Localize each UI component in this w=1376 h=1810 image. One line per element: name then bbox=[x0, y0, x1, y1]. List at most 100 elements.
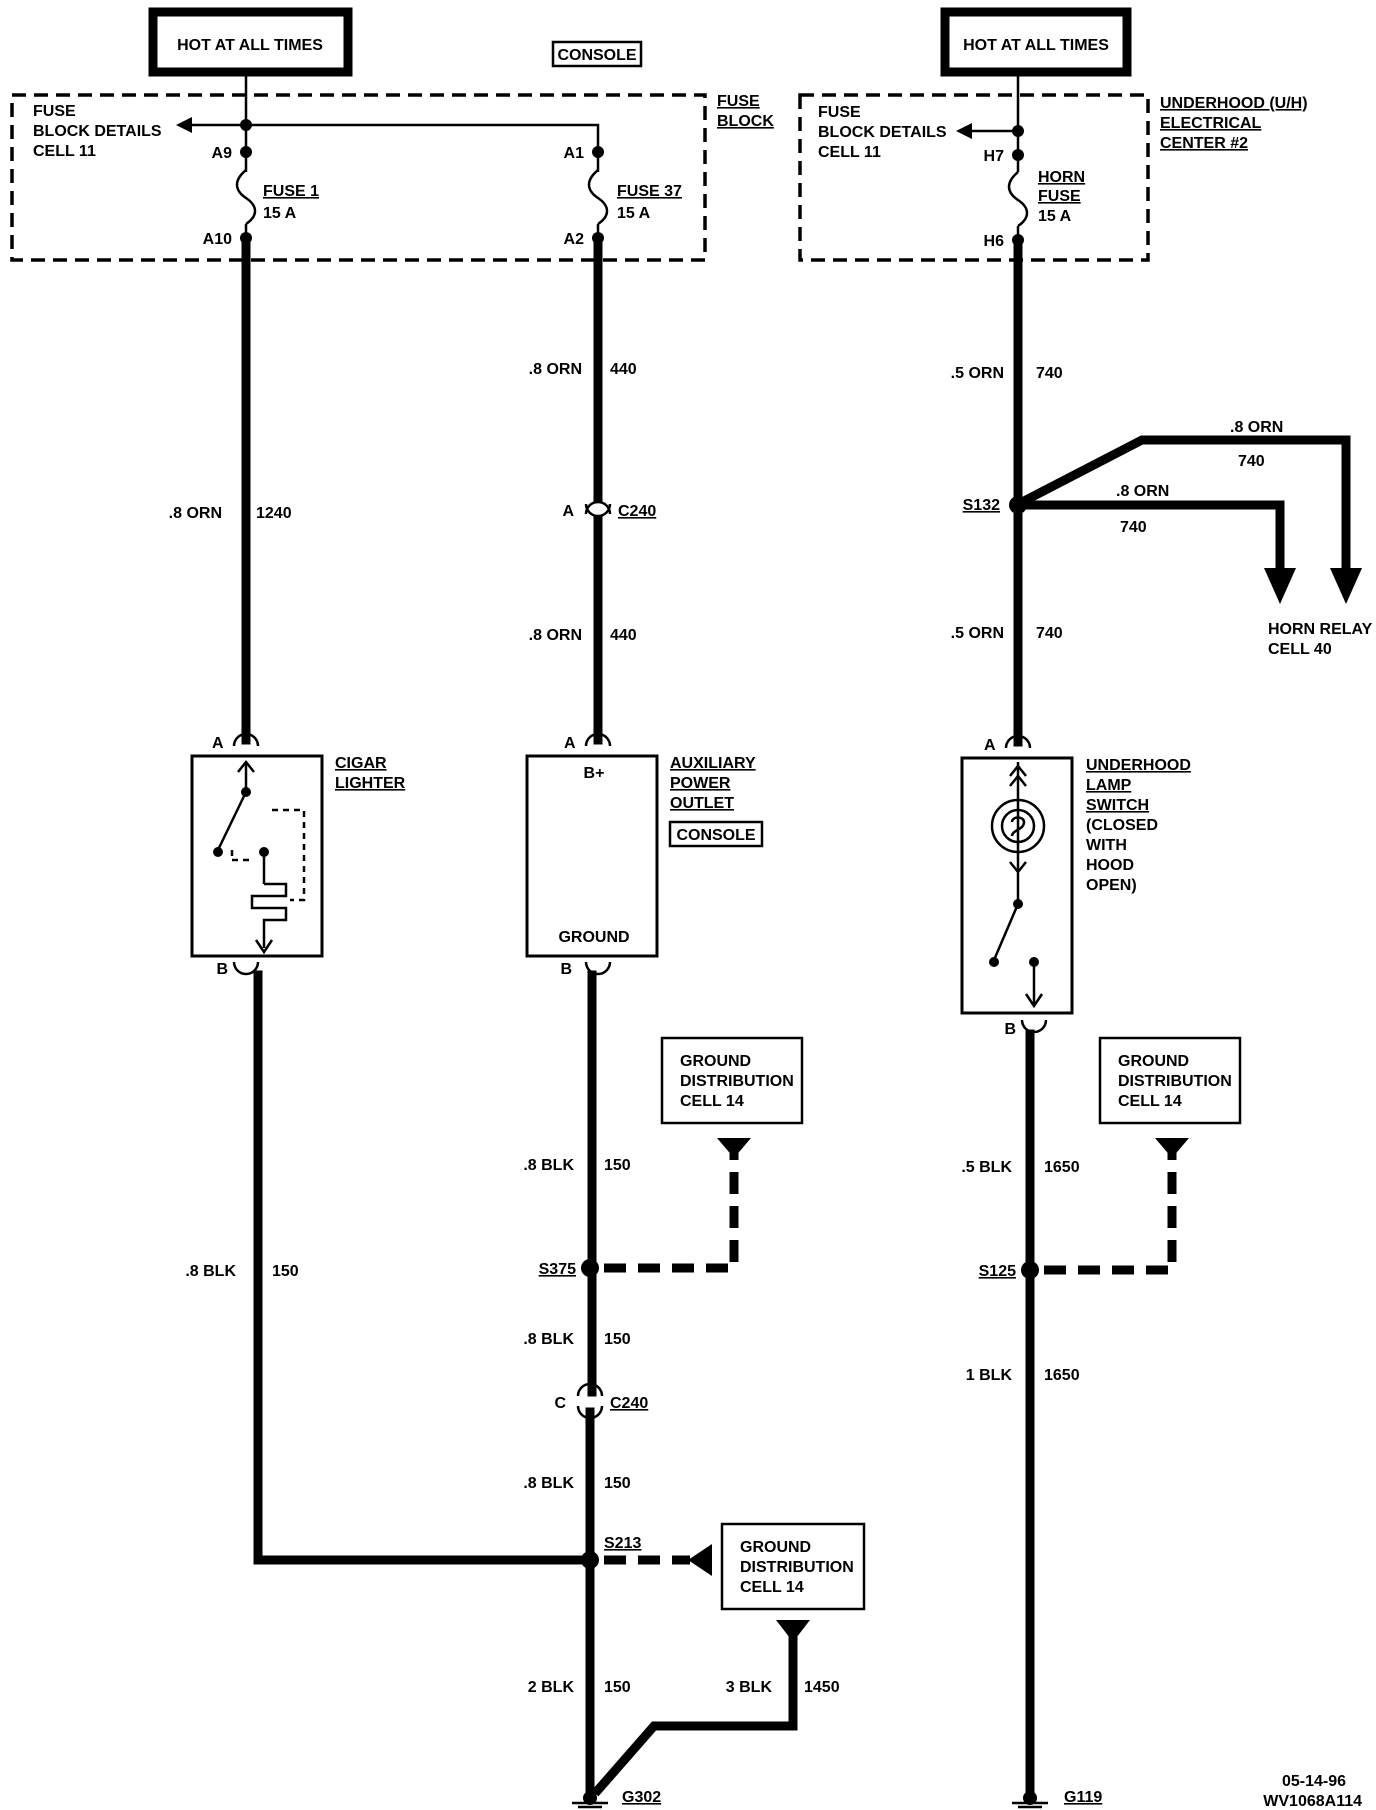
svg-text:GROUND: GROUND bbox=[740, 1539, 811, 1556]
svg-text:A: A bbox=[984, 737, 996, 754]
svg-text:CELL 14: CELL 14 bbox=[740, 1579, 804, 1596]
svg-text:B: B bbox=[560, 961, 572, 978]
svg-text:CELL 11: CELL 11 bbox=[33, 143, 96, 160]
svg-text:SWITCH: SWITCH bbox=[1086, 797, 1149, 814]
diagram-date: 05-14-96 bbox=[1282, 1773, 1346, 1790]
svg-text:B: B bbox=[1004, 1021, 1016, 1038]
aux-power-outlet-box bbox=[525, 754, 659, 958]
svg-text:440: 440 bbox=[610, 361, 637, 378]
fuse-icon bbox=[587, 169, 609, 226]
svg-text:150: 150 bbox=[604, 1157, 631, 1174]
svg-text:S132: S132 bbox=[963, 497, 1000, 514]
svg-text:C240: C240 bbox=[610, 1395, 648, 1412]
hot-label: HOT AT ALL TIMES bbox=[963, 37, 1109, 54]
switch-icon bbox=[989, 872, 1044, 1009]
svg-text:GROUND: GROUND bbox=[558, 929, 629, 946]
ground-arrow-icon bbox=[717, 1138, 751, 1158]
svg-text:CENTER #2: CENTER #2 bbox=[1160, 135, 1248, 152]
svg-text:G302: G302 bbox=[622, 1789, 661, 1806]
circuit-aux-power-outlet: .8 ORN 440 A C240 .8 ORN 440 A B+ GROUND… bbox=[523, 235, 866, 1809]
svg-text:BLOCK: BLOCK bbox=[717, 113, 774, 130]
svg-text:15 A: 15 A bbox=[617, 205, 651, 222]
svg-text:WITH: WITH bbox=[1086, 837, 1127, 854]
svg-text:S375: S375 bbox=[539, 1261, 576, 1278]
svg-text:A: A bbox=[564, 735, 576, 752]
svg-text:1450: 1450 bbox=[804, 1679, 840, 1696]
svg-text:.8 ORN: .8 ORN bbox=[1230, 419, 1283, 436]
svg-text:15 A: 15 A bbox=[1038, 208, 1072, 225]
svg-text:LAMP: LAMP bbox=[1086, 777, 1132, 794]
svg-text:CELL 14: CELL 14 bbox=[680, 1093, 744, 1110]
svg-text:CIGAR: CIGAR bbox=[335, 755, 387, 772]
svg-text:HOOD: HOOD bbox=[1086, 857, 1134, 874]
svg-text:1650: 1650 bbox=[1044, 1367, 1080, 1384]
svg-text:S213: S213 bbox=[604, 1535, 641, 1552]
svg-text:.8 BLK: .8 BLK bbox=[523, 1157, 574, 1174]
svg-text:H6: H6 bbox=[984, 233, 1005, 250]
svg-text:CONSOLE: CONSOLE bbox=[676, 827, 755, 844]
svg-text:.8 BLK: .8 BLK bbox=[185, 1263, 236, 1280]
svg-text:BLOCK DETAILS: BLOCK DETAILS bbox=[818, 124, 947, 141]
svg-text:740: 740 bbox=[1120, 519, 1147, 536]
svg-text:OUTLET: OUTLET bbox=[670, 795, 734, 812]
svg-text:150: 150 bbox=[604, 1331, 631, 1348]
svg-text:A: A bbox=[562, 503, 574, 520]
svg-text:.8 BLK: .8 BLK bbox=[523, 1331, 574, 1348]
circuit-underhood-lamp: .5 ORN 740 S132 .8 ORN 740 .8 ORN 740 HO… bbox=[951, 237, 1373, 1809]
svg-text:DISTRIBUTION: DISTRIBUTION bbox=[1118, 1073, 1232, 1090]
svg-text:150: 150 bbox=[604, 1679, 631, 1696]
cigar-lighter-element-icon bbox=[213, 759, 306, 955]
svg-text:3 BLK: 3 BLK bbox=[726, 1679, 773, 1696]
ground-symbol-g119 bbox=[1012, 1791, 1048, 1809]
svg-text:(CLOSED: (CLOSED bbox=[1086, 817, 1158, 834]
svg-text:.5 ORN: .5 ORN bbox=[951, 365, 1004, 382]
svg-text:GROUND: GROUND bbox=[680, 1053, 751, 1070]
svg-text:HORN: HORN bbox=[1038, 169, 1085, 186]
svg-text:1650: 1650 bbox=[1044, 1159, 1080, 1176]
svg-text:740: 740 bbox=[1036, 365, 1063, 382]
svg-text:.5 ORN: .5 ORN bbox=[951, 625, 1004, 642]
hot-label: HOT AT ALL TIMES bbox=[177, 37, 323, 54]
diagram-code: WV1068A114 bbox=[1263, 1793, 1362, 1810]
svg-text:S125: S125 bbox=[979, 1263, 1016, 1280]
svg-text:150: 150 bbox=[272, 1263, 299, 1280]
svg-text:ELECTRICAL: ELECTRICAL bbox=[1160, 115, 1262, 132]
arrow-icon bbox=[176, 117, 192, 133]
svg-text:FUSE: FUSE bbox=[33, 103, 76, 120]
svg-text:.8 ORN: .8 ORN bbox=[529, 627, 582, 644]
svg-text:FUSE 1: FUSE 1 bbox=[263, 183, 319, 200]
svg-text:.5 BLK: .5 BLK bbox=[961, 1159, 1012, 1176]
svg-text:A1: A1 bbox=[564, 145, 585, 162]
svg-text:A9: A9 bbox=[212, 145, 233, 162]
ground-distribution-box-2: GROUND DISTRIBUTION CELL 14 bbox=[720, 1522, 866, 1642]
svg-text:H7: H7 bbox=[984, 148, 1005, 165]
arrow-icon bbox=[956, 123, 972, 139]
svg-text:.8 ORN: .8 ORN bbox=[1116, 483, 1169, 500]
ground-arrow-icon bbox=[1155, 1138, 1189, 1158]
svg-text:.8 BLK: .8 BLK bbox=[523, 1475, 574, 1492]
svg-text:UNDERHOOD (U/H): UNDERHOOD (U/H) bbox=[1160, 95, 1308, 112]
svg-text:OPEN): OPEN) bbox=[1086, 877, 1137, 894]
console-label-top: CONSOLE bbox=[551, 40, 643, 68]
cigar-lighter-box bbox=[190, 754, 324, 958]
svg-text:CELL 14: CELL 14 bbox=[1118, 1093, 1182, 1110]
svg-text:FUSE 37: FUSE 37 bbox=[617, 183, 682, 200]
svg-text:GROUND: GROUND bbox=[1118, 1053, 1189, 1070]
fuse-icon bbox=[235, 169, 257, 226]
svg-text:.8 ORN: .8 ORN bbox=[169, 505, 222, 522]
ground-arrow-icon bbox=[776, 1620, 810, 1642]
svg-text:HORN RELAY: HORN RELAY bbox=[1268, 621, 1373, 638]
svg-text:440: 440 bbox=[610, 627, 637, 644]
svg-text:FUSE: FUSE bbox=[818, 104, 861, 121]
svg-text:AUXILIARY: AUXILIARY bbox=[670, 755, 756, 772]
svg-text:.8 ORN: .8 ORN bbox=[529, 361, 582, 378]
svg-text:POWER: POWER bbox=[670, 775, 731, 792]
svg-text:A: A bbox=[212, 735, 224, 752]
svg-text:2 BLK: 2 BLK bbox=[528, 1679, 575, 1696]
svg-text:CONSOLE: CONSOLE bbox=[557, 47, 636, 64]
svg-text:A10: A10 bbox=[203, 231, 232, 248]
svg-text:1 BLK: 1 BLK bbox=[966, 1367, 1013, 1384]
underhood-electrical-center: UNDERHOOD (U/H) ELECTRICAL CENTER #2 FUS… bbox=[798, 72, 1308, 262]
svg-text:C: C bbox=[554, 1395, 566, 1412]
